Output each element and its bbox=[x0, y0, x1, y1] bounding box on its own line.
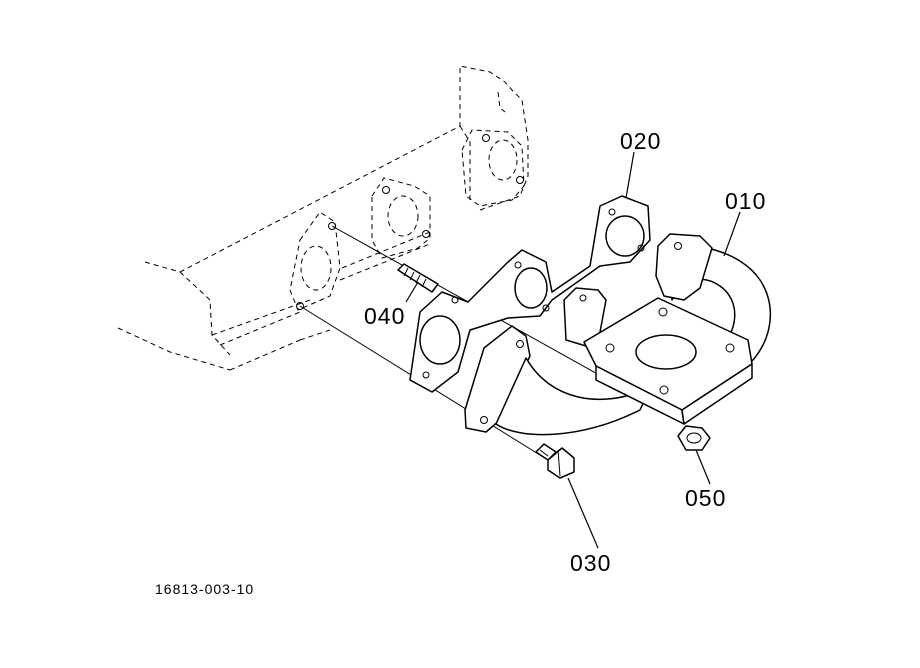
bolt-030 bbox=[535, 443, 575, 479]
cylinder-head-phantom bbox=[117, 65, 529, 371]
drawing-code: 16813-003-10 bbox=[155, 581, 255, 597]
callout-010-label: 010 bbox=[725, 188, 767, 214]
gasket-020 bbox=[409, 195, 651, 393]
callout-020-label: 020 bbox=[620, 128, 662, 154]
stud-040 bbox=[397, 263, 439, 293]
callout-leaders bbox=[405, 151, 741, 549]
exhaust-manifold-010 bbox=[464, 233, 772, 436]
callout-050-label: 050 bbox=[685, 485, 727, 511]
callout-040-label: 040 bbox=[364, 303, 406, 329]
callout-030-label: 030 bbox=[570, 550, 612, 576]
nut-050 bbox=[677, 425, 711, 451]
